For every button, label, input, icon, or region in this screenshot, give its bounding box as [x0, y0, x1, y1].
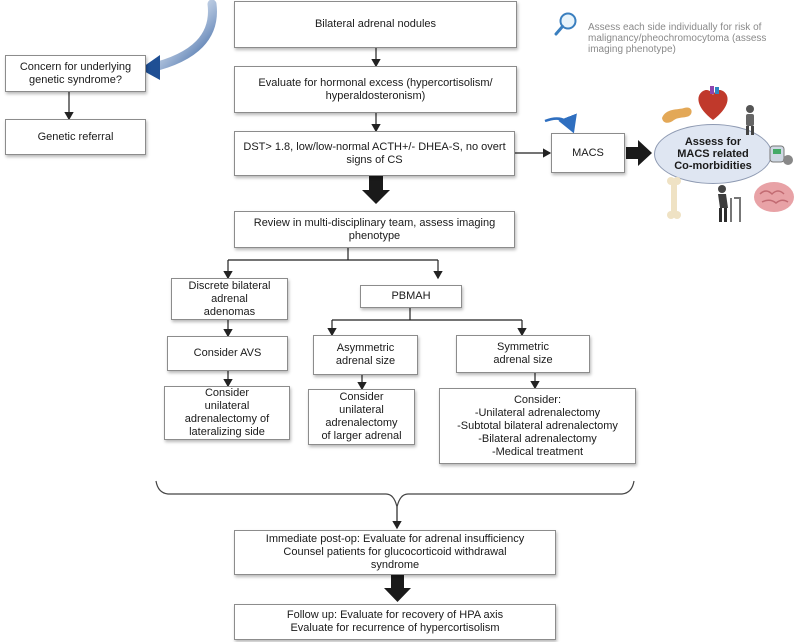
genetic-concern-node: Concern for underlying genetic syndrome? [5, 55, 146, 92]
person-icon [741, 104, 759, 141]
followup-node: Follow up: Evaluate for recovery of HPA … [234, 604, 556, 640]
discrete-adenomas-node: Discrete bilateral adrenal adenomas [171, 278, 288, 320]
lateralizing-adrenalectomy-node: Consider unilateral adrenalectomy of lat… [164, 386, 290, 440]
mdt-review-node: Review in multi-disciplinary team, asses… [234, 211, 515, 248]
thick-arrow-dst-to-review [362, 176, 390, 204]
asymmetric-node: Asymmetric adrenal size [313, 335, 418, 375]
assessment-note: Assess each side individually for risk o… [554, 0, 798, 55]
blood-pressure-icon [768, 140, 796, 173]
postop-node: Immediate post-op: Evaluate for adrenal … [234, 530, 556, 575]
big-curved-arrow [145, 0, 217, 73]
heart-icon [693, 84, 733, 129]
pancreas-icon [660, 104, 694, 131]
symmetric-node: Symmetric adrenal size [456, 335, 590, 373]
assessment-note-text: Assess each side individually for risk o… [588, 22, 767, 55]
dst-criteria-node: DST> 1.8, low/low-normal ACTH+/- DHEA-S,… [234, 131, 515, 176]
hormonal-excess-node: Evaluate for hormonal excess (hypercorti… [234, 66, 517, 113]
larger-adrenal-node: Consider unilateral adrenalectomy of lar… [308, 389, 415, 445]
pbmah-node: PBMAH [360, 285, 462, 308]
thick-arrow-postop-to-followup [384, 575, 411, 602]
magnifier-icon [554, 0, 580, 40]
thick-arrow-macs-to-comorbid [626, 140, 652, 166]
big-curved-arrowhead [140, 55, 160, 80]
bone-icon [664, 176, 684, 225]
grouping-bracket [155, 480, 635, 508]
treatment-options-node: Consider: -Unilateral adrenalectomy -Sub… [439, 388, 636, 464]
elderly-person-icon [706, 184, 746, 229]
macs-node: MACS [551, 133, 625, 173]
start-node: Bilateral adrenal nodules [234, 1, 517, 48]
brain-icon [752, 180, 796, 221]
genetic-referral-node: Genetic referral [5, 119, 146, 155]
curved-blue-arrow [544, 113, 577, 134]
consider-avs-node: Consider AVS [167, 336, 288, 371]
